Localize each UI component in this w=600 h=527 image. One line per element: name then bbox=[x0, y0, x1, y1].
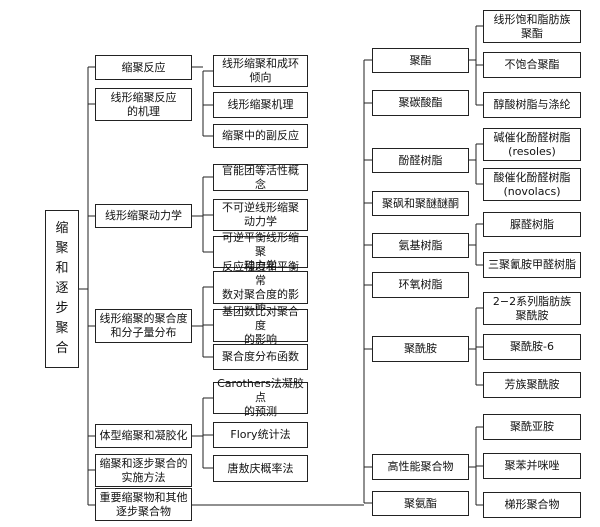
left-branch-node: 体型缩聚和凝胶化 bbox=[95, 424, 192, 448]
left-leaf-node: 不可逆线形缩聚 动力学 bbox=[213, 199, 308, 231]
left-leaf-node: 线形缩聚和成环 倾向 bbox=[213, 55, 308, 87]
left-leaf-node: 缩聚中的副反应 bbox=[213, 124, 308, 148]
right-leaf-node: 碱催化酚醛树脂 (resoles) bbox=[483, 128, 581, 161]
left-branch-node: 重要缩聚物和其他 逐步聚合物 bbox=[95, 488, 192, 521]
left-branch-node: 线形缩聚的聚合度 和分子量分布 bbox=[95, 309, 192, 343]
right-branch-node: 氨基树脂 bbox=[372, 233, 469, 258]
right-branch-node: 高性能聚合物 bbox=[372, 454, 469, 480]
left-leaf-node: 唐敖庆概率法 bbox=[213, 455, 308, 482]
left-leaf-node: 基团数比对聚合度 的影响 bbox=[213, 305, 308, 346]
right-branch-node: 聚酰胺 bbox=[372, 336, 469, 362]
left-leaf-node: 可逆平衡线形缩聚 动力学 bbox=[213, 231, 308, 272]
right-leaf-node: 三聚氰胺甲醛树脂 bbox=[483, 252, 581, 278]
right-leaf-node: 聚酰亚胺 bbox=[483, 414, 581, 440]
left-branch-node: 线形缩聚反应 的机理 bbox=[95, 88, 192, 121]
right-leaf-node: 2−2系列脂肪族 聚酰胺 bbox=[483, 292, 581, 325]
right-leaf-node: 聚酰胺-6 bbox=[483, 334, 581, 360]
left-branch-node: 线形缩聚动力学 bbox=[95, 204, 192, 228]
right-leaf-node: 脲醛树脂 bbox=[483, 212, 581, 237]
left-leaf-node: Carothers法凝胶点 的预测 bbox=[213, 377, 308, 418]
left-leaf-node: 官能团等活性概念 bbox=[213, 164, 308, 191]
right-leaf-node: 聚苯并咪唑 bbox=[483, 453, 581, 479]
right-leaf-node: 醇酸树脂与涤纶 bbox=[483, 92, 581, 118]
root-node: 缩 聚 和 逐 步 聚 合 bbox=[45, 210, 79, 368]
left-leaf-node: 线形缩聚机理 bbox=[213, 92, 308, 118]
left-branch-node: 缩聚和逐步聚合的 实施方法 bbox=[95, 454, 192, 487]
right-leaf-node: 梯形聚合物 bbox=[483, 492, 581, 518]
right-branch-node: 聚酯 bbox=[372, 48, 469, 73]
right-branch-node: 酚醛树脂 bbox=[372, 148, 469, 173]
right-leaf-node: 芳族聚酰胺 bbox=[483, 372, 581, 398]
right-branch-node: 聚氨酯 bbox=[372, 491, 469, 516]
left-leaf-node: 聚合度分布函数 bbox=[213, 344, 308, 370]
left-leaf-node: 反应程度和平衡常 数对聚合度的影响 bbox=[213, 260, 308, 315]
right-leaf-node: 线形饱和脂肪族 聚酯 bbox=[483, 10, 581, 43]
right-leaf-node: 酸催化酚醛树脂 (novolacs) bbox=[483, 168, 581, 201]
right-branch-node: 环氧树脂 bbox=[372, 272, 469, 298]
left-leaf-node: Flory统计法 bbox=[213, 422, 308, 448]
right-leaf-node: 不饱合聚酯 bbox=[483, 52, 581, 78]
left-branch-node: 缩聚反应 bbox=[95, 55, 192, 80]
right-branch-node: 聚砜和聚醚醚酮 bbox=[372, 191, 469, 216]
right-branch-node: 聚碳酸酯 bbox=[372, 90, 469, 116]
